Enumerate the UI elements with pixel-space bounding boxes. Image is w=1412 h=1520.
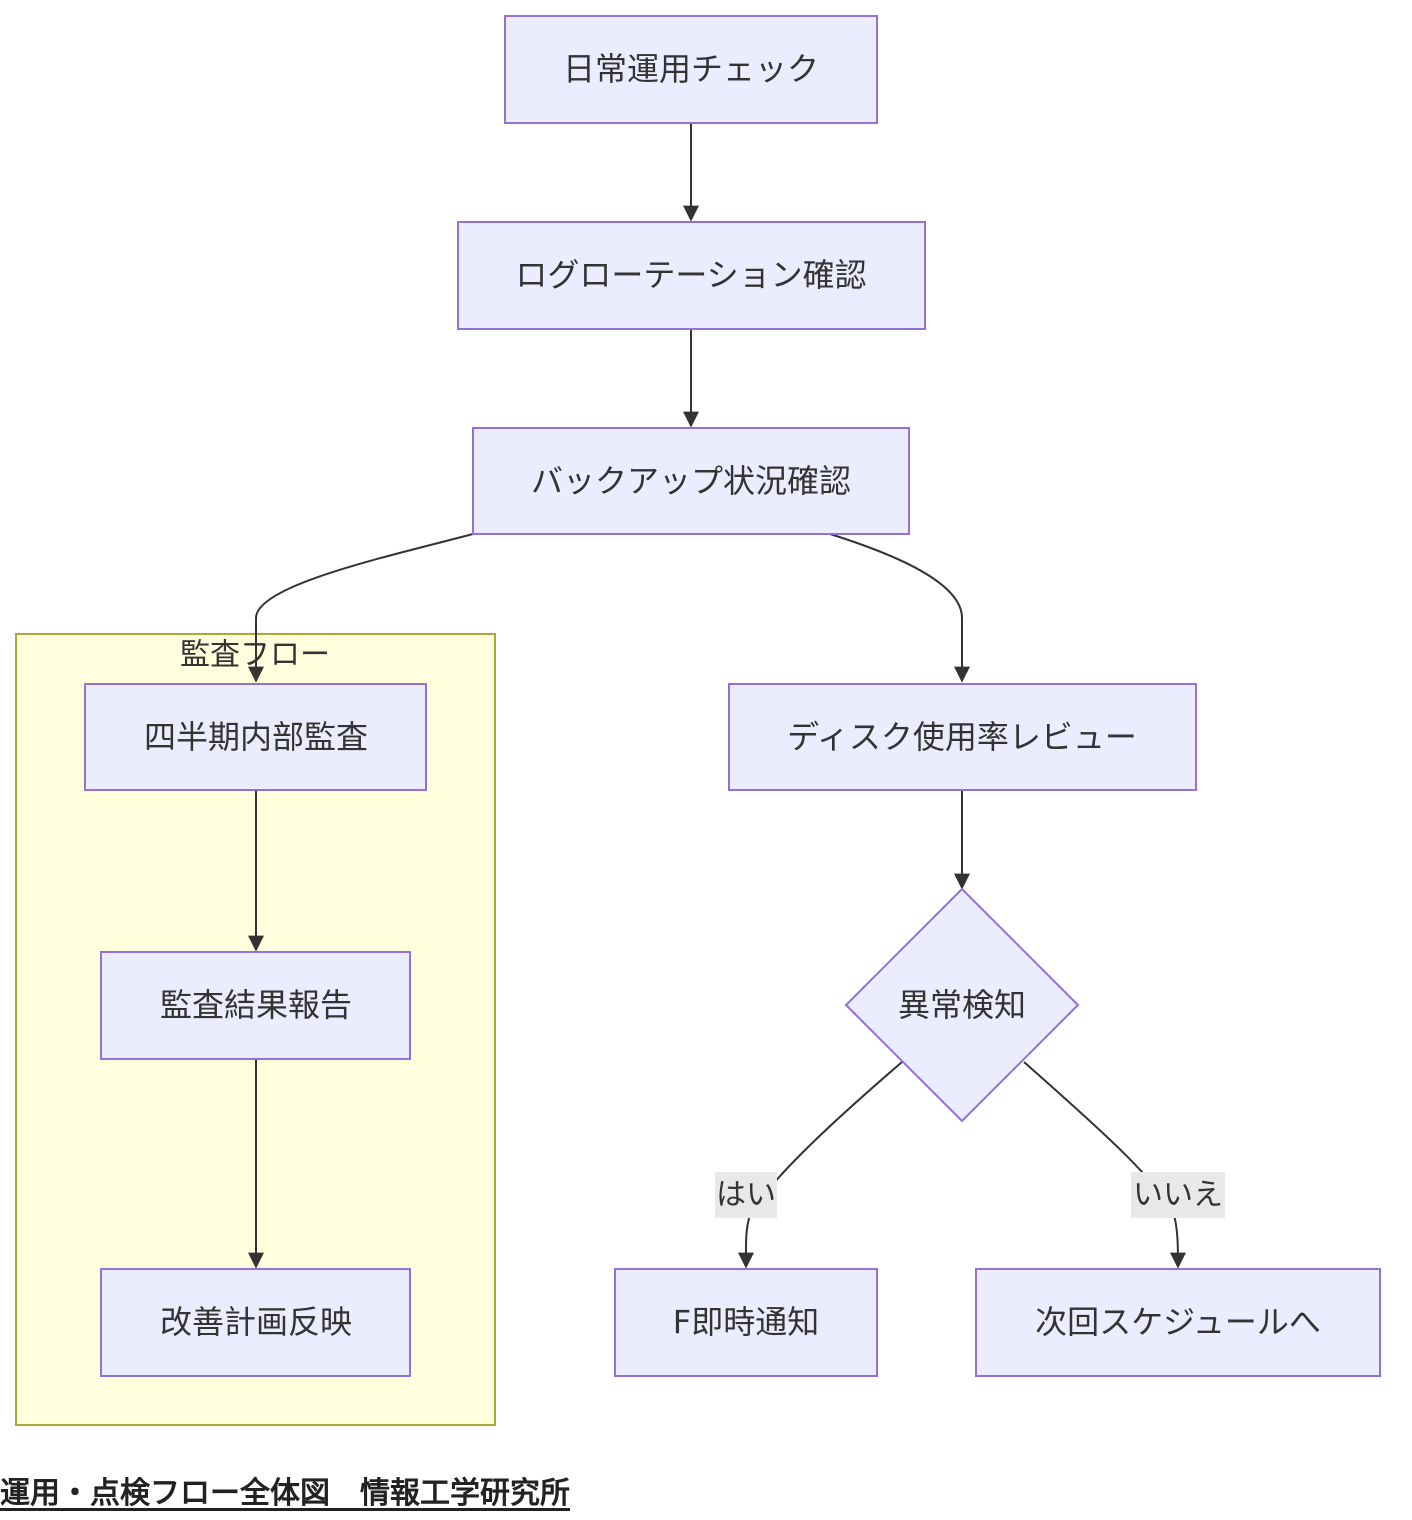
edge-anomaly-to-notify [737, 1061, 903, 1269]
node-anomaly-label: 異常検知 [898, 986, 1026, 1024]
node-disk-review-label: ディスク使用率レビュー [787, 718, 1137, 756]
node-audit-report-label: 監査結果報告 [160, 986, 352, 1024]
node-quarterly-audit-label: 四半期内部監査 [144, 718, 368, 756]
edge-label-yes-text: はい [716, 1178, 776, 1213]
node-notify: F即時通知 [614, 1268, 878, 1377]
node-improvement: 改善計画反映 [100, 1268, 411, 1377]
node-anomaly-decision: 異常検知 [844, 887, 1080, 1123]
node-improvement-label: 改善計画反映 [160, 1303, 352, 1341]
node-log-rotation-label: ログローテーション確認 [515, 256, 866, 294]
node-daily-check: 日常運用チェック [504, 15, 878, 124]
node-backup-label: バックアップ状況確認 [531, 462, 851, 500]
edge-label-no: いいえ [1131, 1172, 1225, 1218]
figure-caption: 運用・点検フロー全体図 情報工学研究所 [0, 1476, 570, 1511]
node-backup: バックアップ状況確認 [472, 427, 910, 535]
node-disk-review: ディスク使用率レビュー [728, 683, 1197, 791]
edge-backup-to-disk [829, 533, 970, 683]
flowchart-diagram: 監査フロー はい いいえ 日常運用チェック ログローテーション確認 バックアップ… [15, 15, 1381, 1426]
node-quarterly-audit: 四半期内部監査 [84, 683, 427, 791]
edge-label-no-text: いいえ [1133, 1178, 1223, 1213]
node-daily-check-label: 日常運用チェック [563, 50, 819, 88]
node-log-rotation: ログローテーション確認 [457, 221, 926, 330]
edge-anomaly-to-next [1023, 1061, 1186, 1269]
node-next-schedule: 次回スケジュールへ [975, 1268, 1381, 1377]
node-audit-report: 監査結果報告 [100, 951, 411, 1060]
node-next-schedule-label: 次回スケジュールへ [1035, 1303, 1321, 1341]
node-notify-label: F即時通知 [673, 1303, 819, 1341]
edge-backup-to-audit [248, 533, 474, 683]
edge-label-yes: はい [715, 1172, 777, 1218]
